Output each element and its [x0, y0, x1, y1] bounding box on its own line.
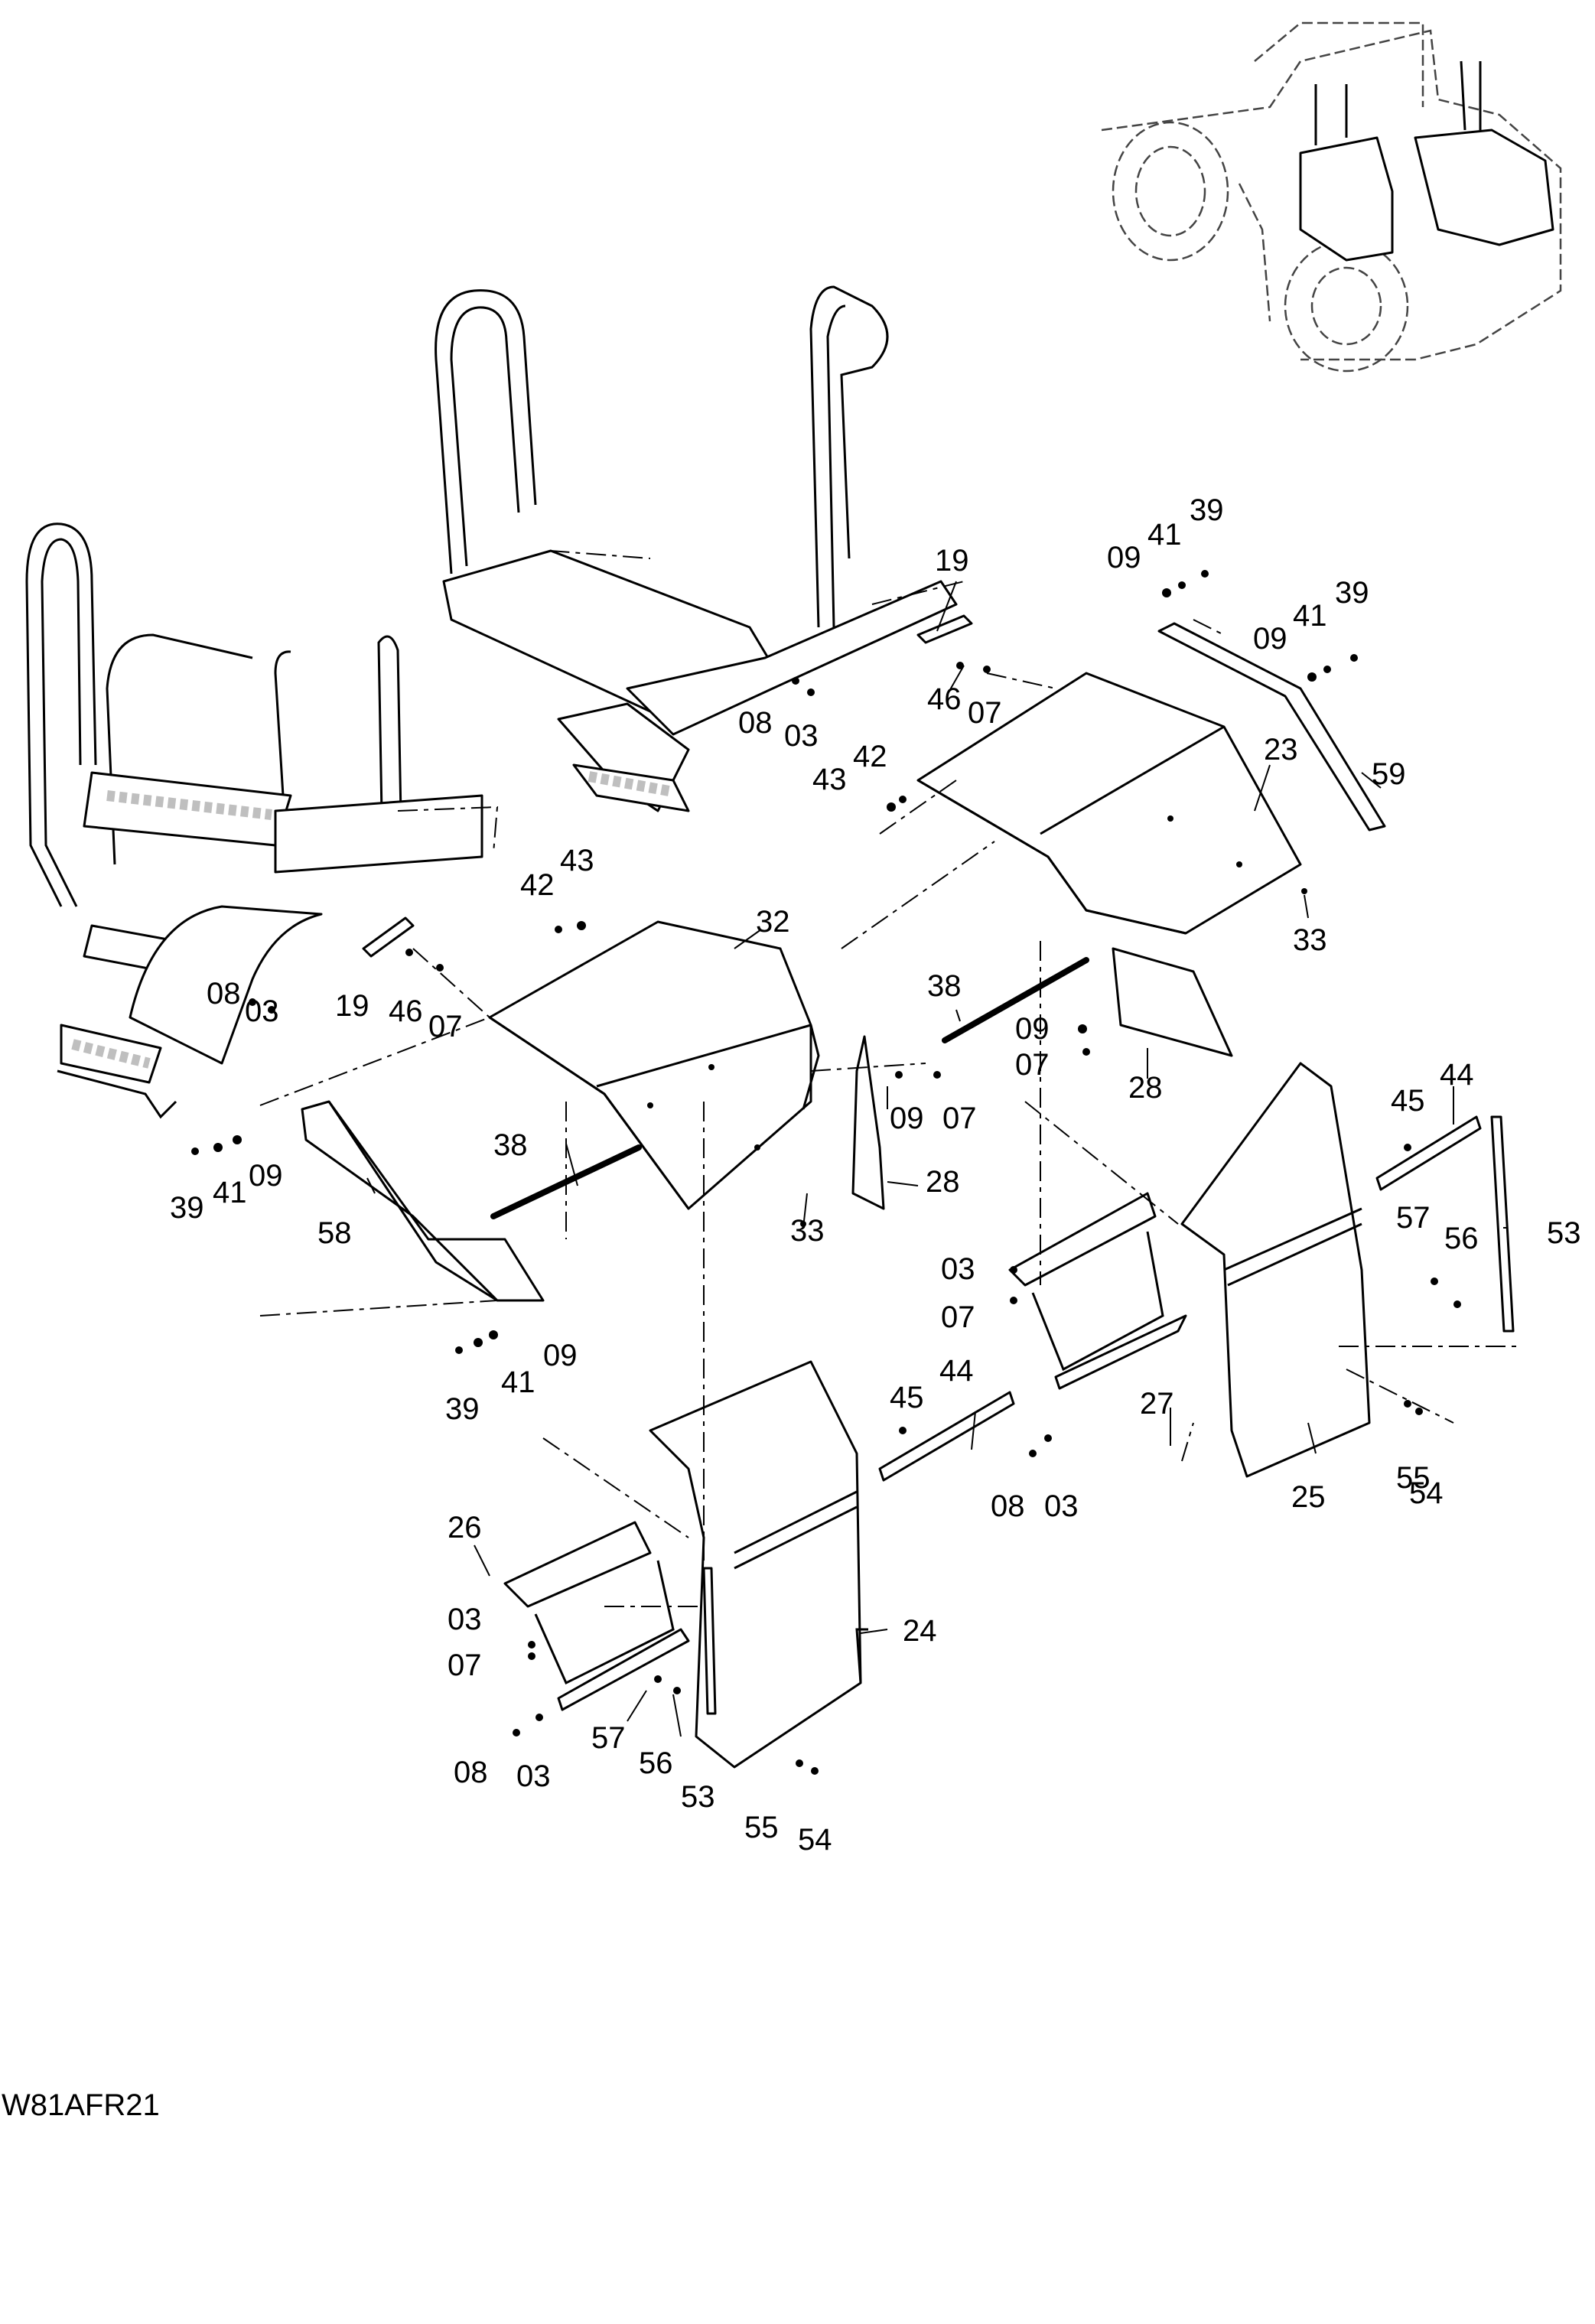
rear-step-rail-assembly [435, 285, 965, 812]
callout-07: 07 [448, 1649, 482, 1682]
callout-57: 57 [1396, 1201, 1431, 1235]
callout-03: 03 [1044, 1489, 1079, 1523]
callout-03: 03 [448, 1603, 482, 1636]
handle-44-right [1375, 1115, 1482, 1191]
callout-44: 44 [1440, 1058, 1474, 1092]
callout-42: 42 [853, 740, 887, 773]
callout-56: 56 [1444, 1222, 1479, 1255]
callout-55: 55 [744, 1811, 779, 1844]
fasteners [191, 570, 1461, 1775]
callout-03: 03 [784, 719, 819, 753]
strip-53-right [1490, 1115, 1515, 1333]
step-frame-26 [503, 1521, 690, 1711]
callout-44: 44 [939, 1354, 974, 1388]
callout-56: 56 [639, 1746, 673, 1780]
callout-09: 09 [249, 1159, 283, 1193]
callout-54: 54 [798, 1823, 832, 1857]
callout-43: 43 [812, 763, 847, 796]
callout-09: 09 [543, 1339, 578, 1372]
panel-24 [649, 1360, 868, 1769]
callout-08: 08 [454, 1756, 488, 1789]
callout-09: 09 [890, 1102, 924, 1135]
callout-09: 09 [1015, 1012, 1050, 1046]
callout-26: 26 [448, 1511, 482, 1544]
callout-42: 42 [520, 868, 555, 902]
callout-23: 23 [1264, 733, 1298, 767]
callout-32: 32 [756, 905, 790, 939]
callout-28: 28 [926, 1165, 960, 1199]
fender-32 [488, 920, 820, 1210]
callout-07: 07 [942, 1102, 977, 1135]
callout-08: 08 [207, 977, 241, 1011]
bracket-28-left [851, 1035, 885, 1210]
callout-08: 08 [738, 706, 773, 740]
callout-19: 19 [935, 544, 969, 578]
callout-41: 41 [213, 1176, 247, 1209]
callout-07: 07 [941, 1300, 975, 1334]
panel-25 [1180, 1062, 1371, 1478]
callout-53: 53 [681, 1780, 715, 1814]
rod-38-right [942, 957, 1089, 1043]
callout-41: 41 [1293, 599, 1327, 633]
bracket-28-right [1112, 947, 1233, 1057]
callout-03: 03 [941, 1252, 975, 1286]
callout-03: 03 [516, 1759, 551, 1793]
cover-58 [301, 1100, 545, 1302]
callout-24: 24 [903, 1614, 937, 1648]
callout-07: 07 [1015, 1048, 1050, 1082]
callout-39: 39 [1190, 493, 1224, 527]
callout-45: 45 [890, 1381, 924, 1414]
callout-07: 07 [428, 1010, 463, 1043]
bracket-19-left [362, 916, 415, 958]
fender-23 [916, 672, 1302, 935]
callout-53: 53 [1547, 1216, 1581, 1250]
callout-46: 46 [927, 682, 962, 716]
callout-39: 39 [170, 1191, 204, 1225]
callout-09: 09 [1253, 622, 1287, 656]
callout-labels: 19 46 07 08 03 09 41 39 09 41 39 23 59 3… [170, 493, 1581, 1857]
left-step-rail-assembly [25, 522, 499, 1119]
callout-46: 46 [389, 994, 423, 1028]
callout-33: 33 [790, 1214, 825, 1248]
leader-lines [366, 581, 1507, 1737]
callout-33: 33 [1293, 923, 1327, 957]
callout-03: 03 [245, 994, 279, 1028]
alignment-lines [259, 619, 1522, 1607]
strip-59 [1157, 622, 1386, 832]
callout-43: 43 [560, 844, 594, 877]
callout-08: 08 [991, 1489, 1025, 1523]
callout-41: 41 [501, 1365, 535, 1399]
callout-41: 41 [1147, 518, 1182, 552]
diagram-code: W81AFR21 [2, 2088, 160, 2122]
callout-09: 09 [1107, 541, 1141, 574]
callout-07: 07 [968, 696, 1002, 730]
callout-57: 57 [591, 1721, 626, 1755]
callout-55: 55 [1396, 1461, 1431, 1495]
callout-19: 19 [335, 989, 369, 1023]
callout-45: 45 [1391, 1084, 1425, 1118]
callout-28: 28 [1128, 1071, 1163, 1105]
callout-27: 27 [1140, 1387, 1174, 1421]
callout-58: 58 [317, 1216, 352, 1250]
callout-39: 39 [1335, 576, 1369, 610]
callout-54: 54 [1409, 1476, 1444, 1510]
callout-39: 39 [445, 1392, 480, 1426]
callout-25: 25 [1291, 1480, 1326, 1514]
machine-overview-illustration [1101, 21, 1562, 373]
callout-59: 59 [1372, 757, 1406, 791]
step-frame-27 [1008, 1192, 1187, 1390]
callout-38: 38 [493, 1128, 528, 1162]
callout-38: 38 [927, 969, 962, 1003]
bracket-19-right [916, 614, 973, 644]
handle-44-left [878, 1391, 1015, 1482]
